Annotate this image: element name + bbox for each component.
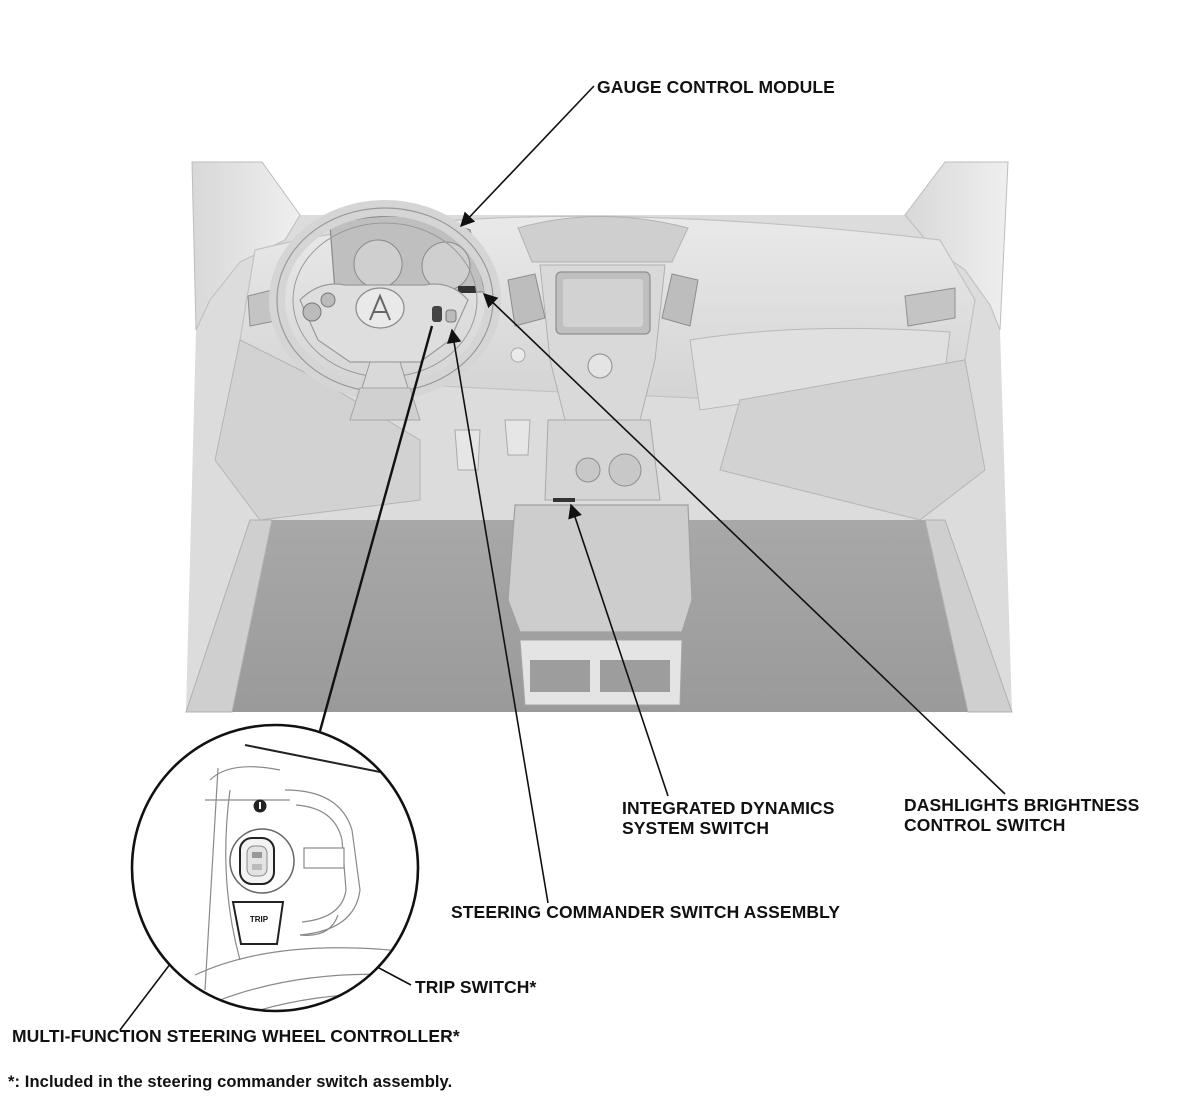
switch-detail-inset xyxy=(130,723,420,1013)
leader-steering-commander xyxy=(447,328,549,904)
label-steering-commander-switch: STEERING COMMANDER SWITCH ASSEMBLY xyxy=(451,902,841,922)
label-integrated-dynamics-line2: SYSTEM SWITCH xyxy=(622,818,770,838)
footnote: *: Included in the steering commander sw… xyxy=(8,1073,453,1091)
label-dashlights-line2: CONTROL SWITCH xyxy=(904,815,1066,835)
trip-button xyxy=(231,901,285,945)
leader-inset-connector xyxy=(318,325,434,732)
label-multi-function-controller: MULTI-FUNCTION STEERING WHEEL CONTROLLER… xyxy=(12,1026,460,1046)
label-trip-switch: TRIP SWITCH* xyxy=(415,977,537,997)
label-gauge-control-module: GAUGE CONTROL MODULE xyxy=(597,77,835,97)
info-icon xyxy=(253,799,267,813)
label-dashlights-brightness-switch: DASHLIGHTS BRIGHTNESS CONTROL SWITCH xyxy=(904,795,1139,835)
label-integrated-dynamics-line1: INTEGRATED DYNAMICS xyxy=(622,798,835,818)
leader-lines xyxy=(119,85,1006,1031)
label-integrated-dynamics-switch: INTEGRATED DYNAMICS SYSTEM SWITCH xyxy=(622,798,835,838)
trip-button-label: TRIP xyxy=(249,915,269,924)
leader-integrated-dynamics xyxy=(568,503,669,797)
leader-gauge-control-module xyxy=(460,85,595,228)
multi-function-controller-knob xyxy=(229,828,295,894)
leader-dashlights-brightness xyxy=(482,293,1006,795)
label-dashlights-line1: DASHLIGHTS BRIGHTNESS xyxy=(904,795,1140,815)
